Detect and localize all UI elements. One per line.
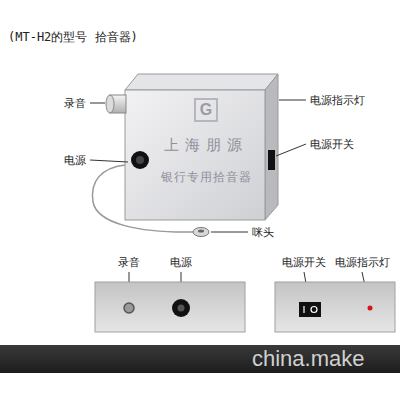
- jack-panel: [95, 282, 245, 332]
- power-socket: [131, 151, 149, 169]
- rocker-mark: [303, 306, 304, 313]
- leader-lines: [90, 100, 369, 304]
- logo-mark: G: [194, 98, 218, 122]
- housing-side: [265, 74, 278, 220]
- port-label: 录音: [118, 255, 140, 269]
- mic-head: [193, 228, 209, 237]
- housing-top: [125, 74, 278, 90]
- product-name: 银行专用拾音器: [161, 169, 252, 186]
- power-socket-face: [172, 299, 190, 317]
- watermark: china.make: [0, 345, 400, 373]
- mic-center: [198, 230, 204, 233]
- rocker-switch: [299, 302, 321, 317]
- watermark-bar: china.make: [0, 345, 400, 373]
- record-jack-end: [106, 95, 114, 113]
- port-label: 电源: [170, 255, 192, 269]
- rocker-mark: [311, 307, 317, 313]
- port-label: 录音: [64, 96, 86, 110]
- power-socket-face-pin: [178, 305, 185, 312]
- brand-name: 上海朋源: [164, 136, 248, 155]
- part-label: 电源指示灯: [310, 93, 365, 107]
- device-front: G 上海朋源银行专用拾音器: [148, 92, 264, 218]
- housing-front: [125, 90, 265, 220]
- power-socket-pin: [136, 156, 144, 164]
- part-label: 电源指示灯: [335, 255, 390, 269]
- record-jack-face: [124, 303, 134, 313]
- switch-panel: [275, 282, 395, 332]
- port-label: 电源: [64, 153, 86, 167]
- power-switch: [268, 150, 275, 170]
- part-label: 电源开关: [282, 255, 326, 269]
- indicator-led: [368, 306, 373, 311]
- title: (MT-H2的型号 拾音器): [8, 30, 138, 44]
- part-label: 电源开关: [310, 137, 354, 151]
- part-label: 咪头: [252, 225, 274, 239]
